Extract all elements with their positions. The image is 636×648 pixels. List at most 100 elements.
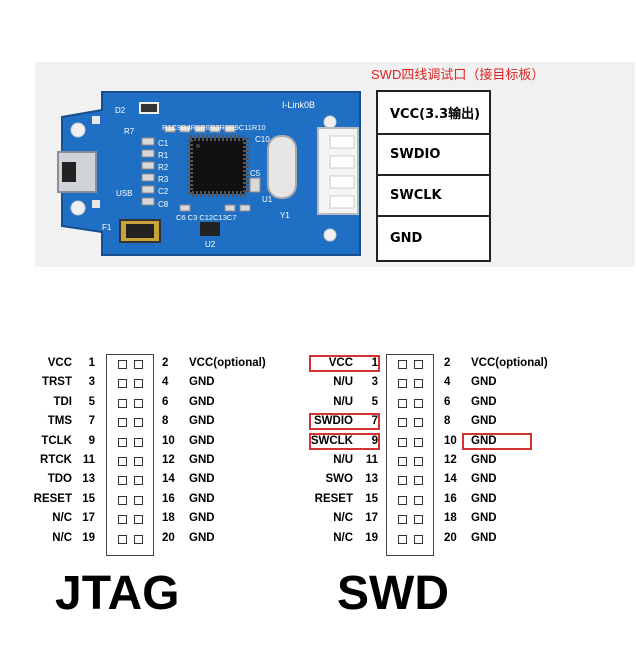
swd-right-pin-number: 20 [444, 531, 457, 544]
silk-d2: D2 [115, 106, 126, 115]
jtag-left-pin-number: 1 [88, 357, 95, 369]
jtag-right-pin-number: 16 [162, 492, 175, 505]
jtag-right-pin-name: GND [189, 376, 215, 389]
silk-f1: F1 [102, 223, 112, 232]
jtag-label: JTAG [55, 567, 180, 620]
silk-r7: R7 [124, 127, 135, 136]
silk-usb: USB [116, 189, 132, 198]
jtag-right-pin-number: 6 [162, 395, 169, 408]
swd-right-pin-number: 14 [444, 473, 457, 486]
swd-right-pin-number: 16 [444, 492, 457, 505]
swd-left-pin-name: SWO [325, 473, 353, 486]
swd-left-pin-number: 15 [365, 492, 378, 505]
silk-r1: R1 [158, 151, 169, 160]
header-pin-square [414, 437, 423, 447]
swd-label: SWD [337, 567, 449, 620]
jtag-right-pin-name: GND [189, 395, 215, 408]
header-pin-square [118, 379, 127, 389]
jtag-right-pin-number: 18 [162, 512, 175, 525]
swd-right-pin-name: GND [471, 395, 497, 408]
jtag-left-pin-name: RESET [33, 492, 72, 505]
jtag-pin-row: TCLK 9 10 GND [0, 432, 300, 451]
silk-c8: C8 [158, 200, 169, 209]
swd-port-title: SWD四线调试口（接目标板） [371, 67, 545, 82]
swd-left-pin-name: N/U [333, 395, 353, 408]
header-pin-square [118, 476, 127, 486]
jtag-right-pin-number: 10 [162, 434, 175, 447]
swd-left-pin-highlight [309, 355, 380, 372]
swd-pin-row: N/U 11 12 GND [0, 451, 497, 470]
swd-pin-row: N/U 5 6 GND [0, 393, 497, 412]
swd-right-pin-highlight [462, 432, 532, 450]
jtag-left-pin-name: TRST [41, 376, 72, 389]
header-pin-square [414, 418, 423, 428]
header-pin-square [118, 360, 127, 369]
swd-left-pin-name: SWCLK [310, 434, 353, 447]
header-pin-square [134, 515, 143, 525]
swd-left-pin-number: 19 [365, 531, 378, 544]
jtag-left-pin-number: 17 [82, 512, 95, 525]
jtag-left-pin-number: 3 [88, 376, 95, 389]
swd-left-pin-number: 3 [371, 376, 378, 389]
jtag-right-pin-name: VCC(optional) [189, 357, 266, 369]
header-pin-square [398, 515, 407, 525]
swd-pin-swclk: SWCLK [378, 176, 489, 217]
jtag-left-pin-number: 11 [82, 454, 95, 466]
silk-model: I-Link0B [282, 100, 315, 110]
silk-u1: U1 [262, 195, 273, 204]
header-pin-square [118, 398, 127, 408]
swd-right-pin-name: GND [471, 376, 497, 389]
swd-left-pin-highlight [309, 413, 380, 431]
swd-left-pin-number: 13 [365, 473, 378, 486]
swd-left-pin-name: N/U [333, 454, 353, 466]
jtag-left-pin-name: RTCK [40, 454, 72, 466]
header-pin-square [414, 379, 423, 389]
swd-right-pin-number: 12 [444, 454, 457, 466]
swd-right-pin-number: 10 [444, 434, 457, 447]
swd-right-pin-name: GND [471, 434, 497, 447]
swd-pin-row: N/U 3 4 GND [0, 373, 497, 392]
swd-pin-vcc: VCC(3.3输出) [378, 92, 489, 135]
header-pin-square [398, 379, 407, 389]
header-pin-square [134, 398, 143, 408]
silk-bottom-row: C6 C3 C12C13C7 [176, 213, 236, 222]
header-pin-square [118, 495, 127, 505]
header-pin-square [414, 398, 423, 408]
swd-right-pin-number: 2 [444, 357, 451, 369]
header-pin-square [134, 495, 143, 505]
swd-right-pin-name: GND [471, 473, 497, 486]
silk-r2: R2 [158, 163, 169, 172]
jtag-right-pin-name: GND [189, 434, 215, 447]
header-pin-square [398, 398, 407, 408]
swd-left-pin-name: N/U [333, 376, 353, 389]
silk-c2: C2 [158, 187, 169, 196]
swd-left-pin-highlight [309, 432, 380, 450]
header-pin-square [398, 534, 407, 544]
header-pin-square [118, 515, 127, 525]
jtag-right-pin-name: GND [189, 415, 215, 428]
jtag-right-pin-name: GND [189, 454, 215, 466]
header-pin-square [134, 476, 143, 486]
swd-right-pin-number: 6 [444, 395, 451, 408]
header-pin-square [118, 418, 127, 428]
jtag-left-pin-number: 9 [88, 434, 95, 447]
jtag-left-pin-name: TCLK [41, 434, 72, 447]
header-pin-square [414, 495, 423, 505]
silk-c10: C10 [255, 135, 270, 144]
jtag-left-pin-number: 7 [88, 415, 95, 428]
jtag-right-pin-number: 4 [162, 376, 169, 389]
swd-left-pin-number: 5 [371, 395, 378, 408]
silk-r3: R3 [158, 175, 169, 184]
header-pin-square [398, 418, 407, 428]
swd-header-outline [386, 354, 434, 556]
header-pin-square [118, 457, 127, 466]
swd-right-pin-number: 18 [444, 512, 457, 525]
